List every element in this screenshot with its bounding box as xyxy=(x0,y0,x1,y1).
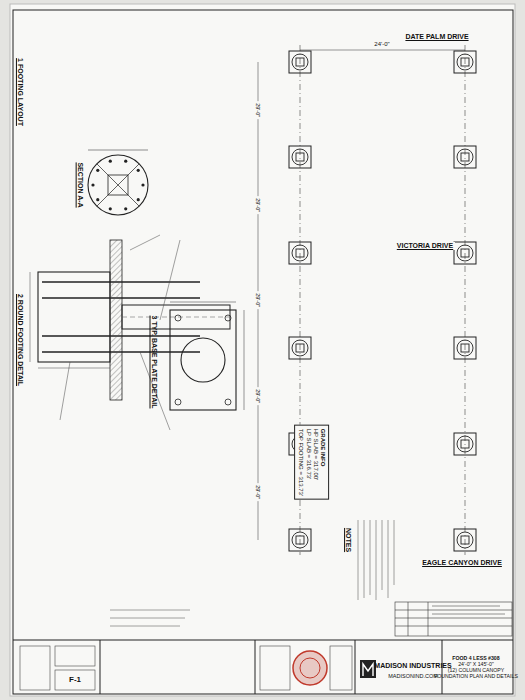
footing-symbol xyxy=(454,529,476,551)
view-title: SECTION A-A xyxy=(76,162,84,207)
dimension: 29'-0" xyxy=(255,387,261,405)
company-web: MADISONIND.COM xyxy=(388,673,438,679)
footing-symbol xyxy=(454,433,476,455)
dimension: 29'-0" xyxy=(255,291,261,309)
dimension: 29'-0" xyxy=(255,483,261,501)
footing-symbol xyxy=(454,242,476,264)
view-title: 3 TYP. BASE PLATE DETAIL xyxy=(149,316,157,409)
street-name: VICTORIA DRIVE xyxy=(395,242,455,250)
dimension: 29'-0" xyxy=(255,101,261,119)
node-text: HP SLAB = 317.00' xyxy=(312,428,319,495)
node-text: LP SLAB = 316.73' xyxy=(305,428,312,495)
node-text: 24'-0" X 145'-0" xyxy=(434,661,518,667)
footing-symbol xyxy=(289,529,311,551)
footing-symbol xyxy=(454,337,476,359)
project-title-block: FOOD 4 LESS #30824'-0" X 145'-0"(12) COL… xyxy=(431,653,521,682)
company-name: MADISON INDUSTRIES xyxy=(374,662,451,670)
view-title: 1 FOOTING LAYOUT xyxy=(16,58,24,126)
grade-info-box: GRADE INFOHP SLAB = 317.00'LP SLAB = 316… xyxy=(295,424,330,499)
node-text: (12) COLUMN CANOPY xyxy=(434,667,518,673)
node-heading: F-1 xyxy=(69,675,81,685)
footing-symbol xyxy=(289,242,311,264)
node-heading: GRADE INFO xyxy=(319,428,326,495)
footing-symbol xyxy=(454,51,476,73)
footing-symbol xyxy=(289,146,311,168)
footing-symbol xyxy=(454,146,476,168)
footing-symbol xyxy=(289,337,311,359)
street-name: EAGLE CANYON DRIVE xyxy=(422,559,502,567)
footing-symbol xyxy=(289,51,311,73)
street-name: DATE PALM DRIVE xyxy=(405,33,468,41)
dimension: 24'-0" xyxy=(372,41,391,48)
dimension: 29'-0" xyxy=(255,196,261,214)
sheet-number: F-1 xyxy=(66,673,84,687)
node-text: TOP FOOTING = 313.73' xyxy=(298,428,305,495)
view-title: 2 ROUND FOOTING DETAIL xyxy=(16,294,24,386)
node-heading: FOOD 4 LESS #308 xyxy=(434,655,518,661)
node-text: FOUNDATION PLAN AND DETAILS xyxy=(434,673,518,679)
notes-heading: NOTES xyxy=(344,528,352,552)
